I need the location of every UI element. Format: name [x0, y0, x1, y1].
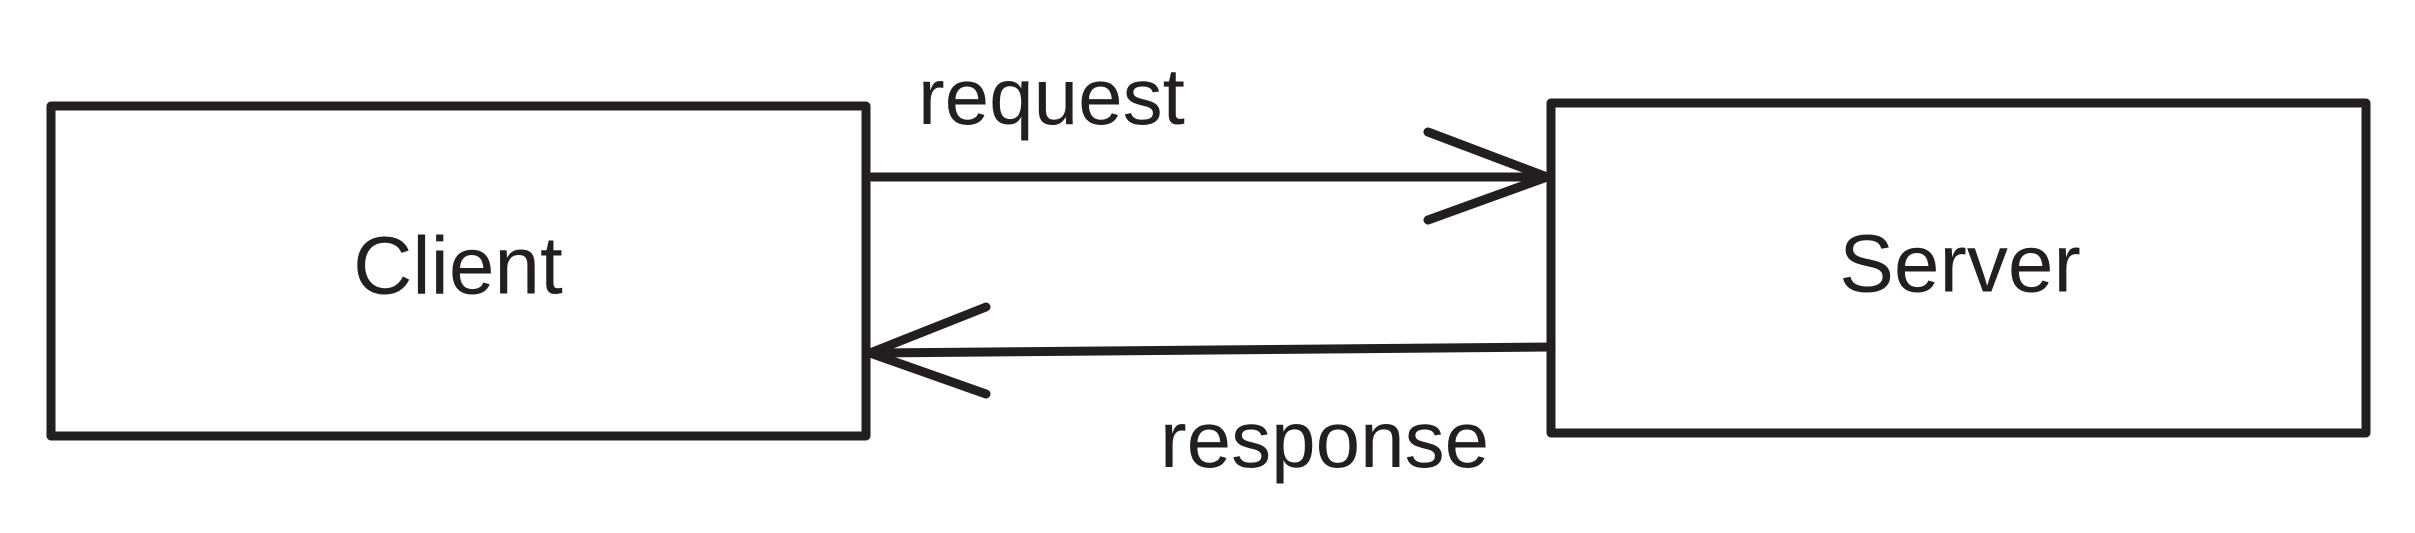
- client-label: Client: [353, 221, 563, 312]
- client-node: Client: [46, 101, 871, 441]
- request-label: request: [918, 52, 1185, 141]
- response-edge: response: [865, 302, 1556, 484]
- request-arrowhead: [1423, 127, 1552, 225]
- request-edge: request: [861, 52, 1552, 225]
- response-line: [865, 342, 1556, 358]
- server-node: Server: [1546, 98, 2371, 438]
- response-arrowhead: [865, 302, 991, 399]
- client-box: [46, 101, 871, 441]
- server-box: [1546, 98, 2371, 438]
- server-label: Server: [1839, 219, 2081, 310]
- response-label: response: [1160, 395, 1489, 484]
